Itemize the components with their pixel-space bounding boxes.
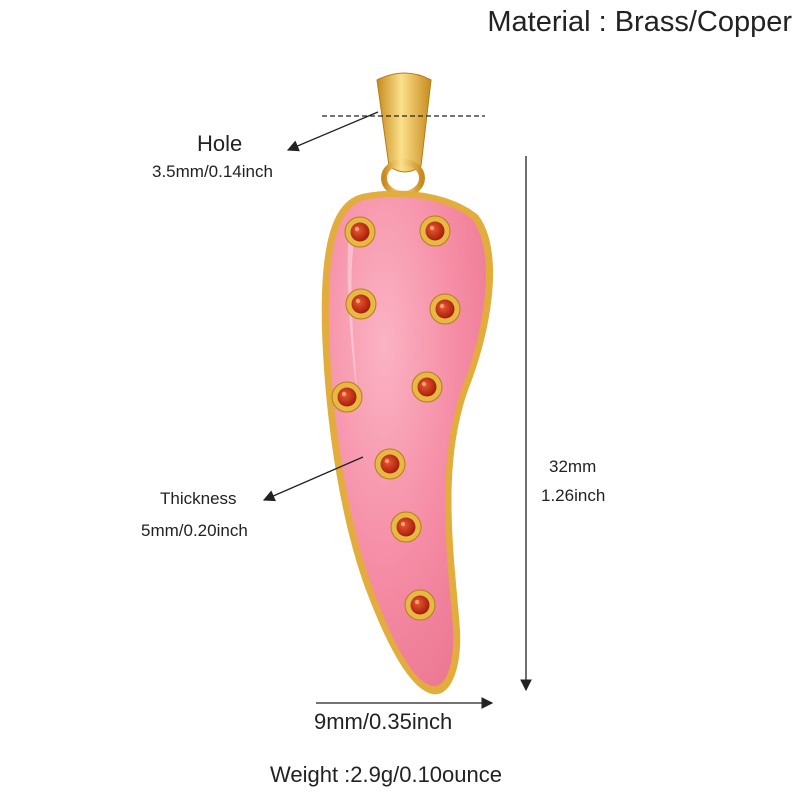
gem-setting [344,216,376,248]
thickness-size: 5mm/0.20inch [141,521,248,540]
material-label: Material : Brass/Copper [487,6,792,38]
thickness-arrow [262,456,364,502]
gem-setting [345,288,377,320]
gem-setting [419,215,451,247]
hole-label: Hole [197,131,243,156]
bail [376,72,432,173]
thickness-label: Thickness [160,489,237,508]
length-inch: 1.26inch [541,486,606,505]
gem-setting [331,381,363,413]
gem-setting [429,293,461,325]
gem-setting [374,448,406,480]
width-size: 9mm/0.35inch [314,709,453,734]
hole-arrow [286,111,379,152]
length-mm: 32mm [549,457,597,476]
gem-setting [390,511,422,543]
gem-setting [404,589,436,621]
weight-label: Weight :2.9g/0.10ounce [270,762,502,787]
gem-set [331,215,461,621]
hole-size: 3.5mm/0.14inch [152,162,273,181]
gem-setting [411,371,443,403]
enamel-highlight [347,222,358,400]
